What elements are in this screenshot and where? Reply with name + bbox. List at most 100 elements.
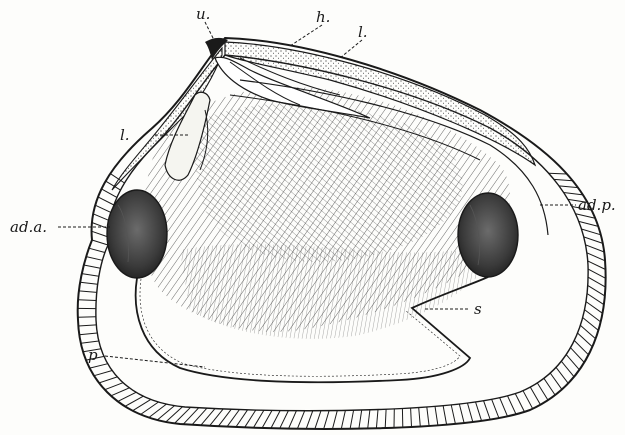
edge-tick	[90, 364, 108, 368]
label-pallial-line: p	[88, 346, 98, 364]
edge-tick	[78, 300, 96, 301]
edge-tick	[111, 388, 129, 396]
edge-tick	[297, 411, 304, 429]
edge-tick	[588, 261, 606, 270]
edge-tick	[579, 221, 599, 226]
edge-tick	[192, 408, 207, 425]
edge-tick	[157, 406, 174, 420]
edge-tick	[79, 333, 97, 335]
edge-tick	[86, 257, 102, 261]
edge-tick	[118, 392, 136, 401]
edge-tick	[588, 277, 605, 287]
edge-tick	[149, 404, 167, 417]
edge-tick	[280, 411, 289, 429]
edge-tick	[166, 407, 183, 422]
edge-tick	[459, 404, 464, 423]
edge-tick	[427, 407, 429, 426]
edge-tick	[105, 383, 123, 390]
edge-tick	[588, 285, 605, 296]
edge-tick	[411, 408, 412, 427]
edge-tick	[586, 302, 603, 314]
edge-tick	[92, 223, 109, 229]
edge-tick	[515, 394, 524, 412]
edge-tick	[306, 411, 313, 429]
edge-tick	[584, 237, 603, 244]
label-anterior-adductor: ad.a.	[10, 218, 47, 236]
edge-tick	[586, 245, 605, 252]
edge-tick	[350, 410, 354, 429]
edge-tick	[587, 253, 605, 261]
edge-tick	[578, 333, 593, 347]
edge-tick	[98, 197, 114, 205]
label-posterior-adductor: ad.p.	[578, 196, 616, 214]
edge-tick	[419, 408, 421, 427]
edge-tick	[333, 411, 338, 429]
edge-tick	[262, 410, 272, 428]
label-hinge: h.	[316, 8, 330, 26]
edge-tick	[537, 383, 548, 400]
edge-tick	[583, 318, 599, 331]
edge-tick	[530, 387, 540, 405]
edge-tick	[571, 348, 585, 363]
edge-tick	[585, 310, 601, 322]
edge-tick	[554, 179, 573, 180]
edge-tick	[580, 325, 595, 338]
edge-tick	[550, 373, 562, 389]
edge-tick	[544, 378, 555, 395]
edge-tick	[341, 410, 345, 428]
edge-tick	[561, 361, 574, 377]
edge-tick	[500, 398, 508, 417]
label-siphonal-sinus: s	[474, 300, 482, 318]
edge-tick	[467, 403, 472, 422]
edge-tick	[576, 214, 596, 218]
edge-tick	[271, 411, 280, 429]
edge-tick	[376, 410, 378, 429]
edge-tick	[175, 407, 191, 423]
edge-tick	[443, 406, 447, 425]
edge-tick	[94, 371, 112, 376]
edge-tick	[92, 240, 108, 245]
edge-tick	[95, 205, 111, 213]
posterior-adductor-scar	[458, 193, 518, 277]
edge-tick	[385, 409, 386, 428]
edge-tick	[556, 367, 568, 383]
edge-tick	[484, 401, 491, 420]
edge-tick	[451, 405, 455, 424]
edge-tick	[435, 406, 438, 425]
edge-tick	[559, 186, 578, 188]
edge-tick	[81, 341, 99, 343]
edge-tick	[102, 189, 117, 198]
edge-tick	[549, 173, 567, 174]
edge-tick	[79, 291, 97, 293]
edge-tick	[564, 193, 583, 195]
edge-tick	[92, 231, 108, 237]
edge-tick	[574, 341, 588, 355]
label-ligament-right: l.	[358, 23, 368, 41]
edge-tick	[368, 410, 370, 429]
edge-tick	[581, 229, 600, 235]
edge-tick	[508, 396, 517, 414]
edge-tick	[359, 410, 362, 429]
edge-tick	[254, 410, 264, 427]
edge-tick	[93, 214, 110, 221]
edge-tick	[289, 411, 297, 429]
edge-tick	[315, 411, 321, 429]
edge-tick	[82, 274, 99, 277]
anterior-adductor-scar	[107, 190, 167, 278]
edge-tick	[183, 408, 198, 424]
edge-tick	[201, 409, 215, 426]
edge-tick	[492, 399, 499, 418]
edge-tick	[476, 402, 482, 421]
edge-tick	[99, 377, 117, 383]
edge-tick	[588, 269, 606, 278]
edge-tick	[587, 294, 604, 305]
edge-tick	[566, 355, 579, 370]
label-umbo: u.	[196, 5, 210, 23]
edge-tick	[89, 248, 105, 252]
edge-tick	[80, 282, 97, 284]
edge-tick	[324, 411, 329, 429]
edge-tick	[523, 391, 533, 409]
edge-tick	[245, 410, 256, 427]
